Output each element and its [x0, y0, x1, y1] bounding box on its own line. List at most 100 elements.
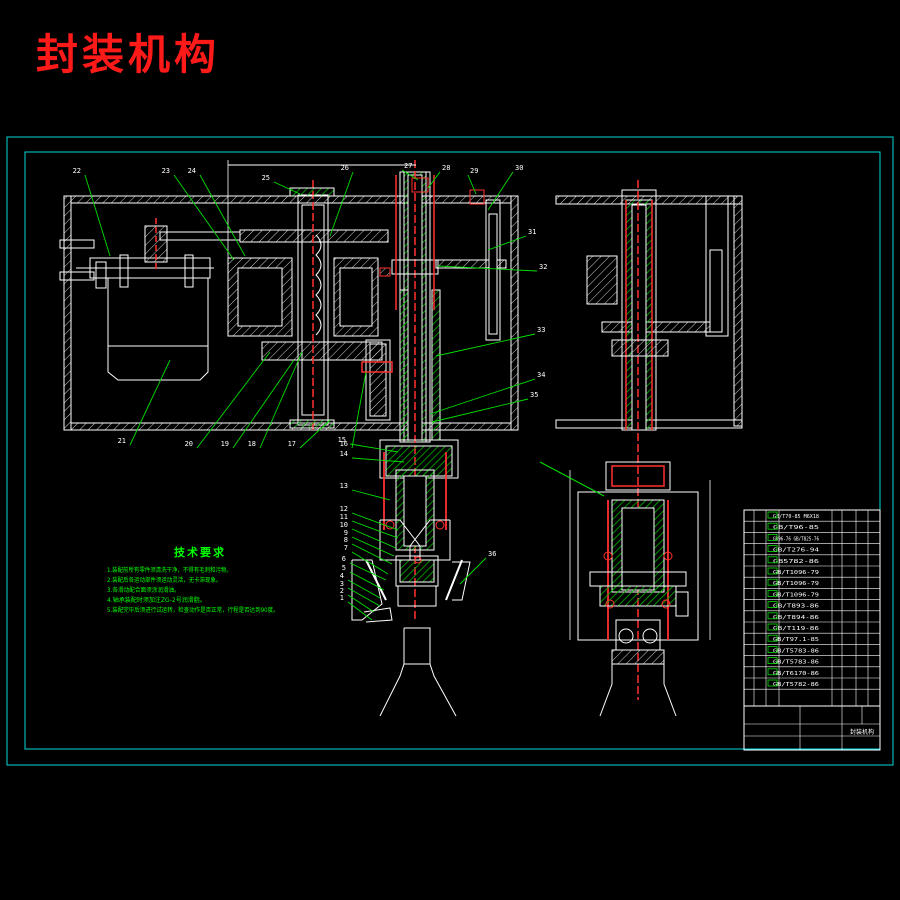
part-line: [347, 601, 373, 621]
title-block-name: 封装机构: [850, 728, 874, 736]
part-rect: [767, 522, 778, 530]
part-rect: [767, 679, 778, 687]
tech-note-3: 3.各滑动配合面须涂润滑油。: [107, 586, 180, 594]
balloon-20: 20: [185, 440, 193, 448]
drawing-title: 封装机构: [36, 30, 221, 79]
pivot-circle: [661, 599, 671, 609]
balloon-11: 11: [340, 513, 348, 521]
part-rect: [119, 254, 129, 288]
part-line: [199, 174, 246, 257]
balloon-35: 35: [530, 391, 538, 399]
part-rect: [379, 267, 391, 277]
balloon-16: 16: [340, 440, 348, 448]
part-rect: [705, 195, 729, 337]
part-rect: [239, 229, 389, 243]
part-line: [351, 543, 393, 565]
part-rect: [95, 261, 107, 289]
balloon-15: 15: [338, 436, 346, 444]
part-line: [196, 351, 271, 449]
balloon-34: 34: [537, 371, 545, 379]
parts-list-standard: GB/T5782-86: [773, 682, 819, 688]
part-rect: [611, 649, 665, 665]
parts-list-standard: GB/T1096-79: [773, 581, 819, 587]
part-rect: [144, 225, 168, 263]
parts-list-standard: GB/T5783-86: [773, 660, 819, 666]
part-rect: [237, 267, 283, 327]
balloon-24: 24: [188, 167, 196, 175]
parts-list-standard: GB5782-86: [773, 559, 819, 565]
balloon-6: 6: [342, 555, 346, 563]
part-line: [435, 333, 536, 357]
roller: [618, 628, 634, 644]
part-line: [351, 536, 395, 557]
parts-list-standard: GB/T1096-79: [773, 570, 819, 576]
part-rect: [611, 339, 669, 357]
part-rect: [767, 578, 778, 586]
parts-list-standard: GB/T6170-86: [773, 671, 819, 677]
tech-note-4: 4.轴承装配时须加注ZG-2号润滑脂。: [107, 596, 206, 604]
parts-list-standard: GB/T97.1-85: [773, 637, 819, 643]
parts-list-standard: GB/T1096-79: [773, 592, 819, 598]
balloon-21: 21: [118, 437, 126, 445]
part-rect: [369, 343, 387, 417]
part-rect: [70, 195, 512, 204]
part-rect: [184, 254, 194, 288]
part-line: [349, 443, 399, 453]
tech-requirements-heading: 技术要求: [174, 545, 226, 559]
part-line: [437, 265, 538, 272]
part-rect: [767, 511, 778, 519]
balloon-3: 3: [340, 580, 344, 588]
outer-border: [6, 136, 894, 766]
part-outline: [107, 346, 209, 381]
parts-list-standard: GB/T96-85: [773, 525, 819, 531]
part-outline: [452, 561, 471, 601]
part-line: [329, 171, 354, 237]
part-line: [459, 557, 487, 585]
part-rect: [107, 277, 209, 347]
part-rect: [767, 556, 778, 564]
balloon-14: 14: [340, 450, 348, 458]
part-outline: [404, 627, 457, 717]
part-line: [259, 351, 303, 449]
parts-list-standard: GB/T276-94: [773, 548, 820, 554]
part-rect: [577, 491, 699, 641]
part-line: [299, 419, 331, 449]
part-rect: [767, 668, 778, 676]
balloon-33: 33: [537, 326, 545, 334]
drawing-frame: [6, 136, 894, 766]
balloon-22: 22: [73, 167, 81, 175]
roller: [642, 628, 658, 644]
section-gripper: [539, 461, 711, 717]
part-line: [351, 512, 399, 531]
part-rect: [767, 534, 778, 541]
part-rect: [365, 339, 391, 421]
part-rect: [63, 195, 72, 431]
part-line: [487, 171, 514, 211]
balloon-13: 13: [340, 482, 348, 490]
part-outline: [363, 607, 393, 623]
part-rect: [399, 289, 409, 441]
balloon-18: 18: [248, 440, 256, 448]
part-outline: [663, 664, 677, 717]
part-line: [427, 171, 441, 189]
part-rect: [399, 559, 435, 583]
part-rect: [59, 239, 95, 249]
balloon-7: 7: [344, 544, 348, 552]
balloon-1: 1: [340, 594, 344, 602]
part-line: [351, 371, 367, 449]
part-rect: [339, 267, 373, 327]
parts-list-standard: GB/T70-85 M6X18: [773, 514, 819, 520]
part-rect: [431, 289, 441, 441]
part-rect: [289, 419, 335, 429]
part-rect: [605, 461, 671, 491]
part-line: [347, 579, 381, 599]
inner-border: [24, 151, 881, 750]
balloon-30: 30: [515, 164, 523, 172]
part-line: [84, 174, 111, 257]
gear-teeth: [315, 234, 322, 336]
balloon-27: 27: [404, 162, 412, 170]
part-line: [539, 461, 605, 497]
balloon-25: 25: [262, 174, 270, 182]
